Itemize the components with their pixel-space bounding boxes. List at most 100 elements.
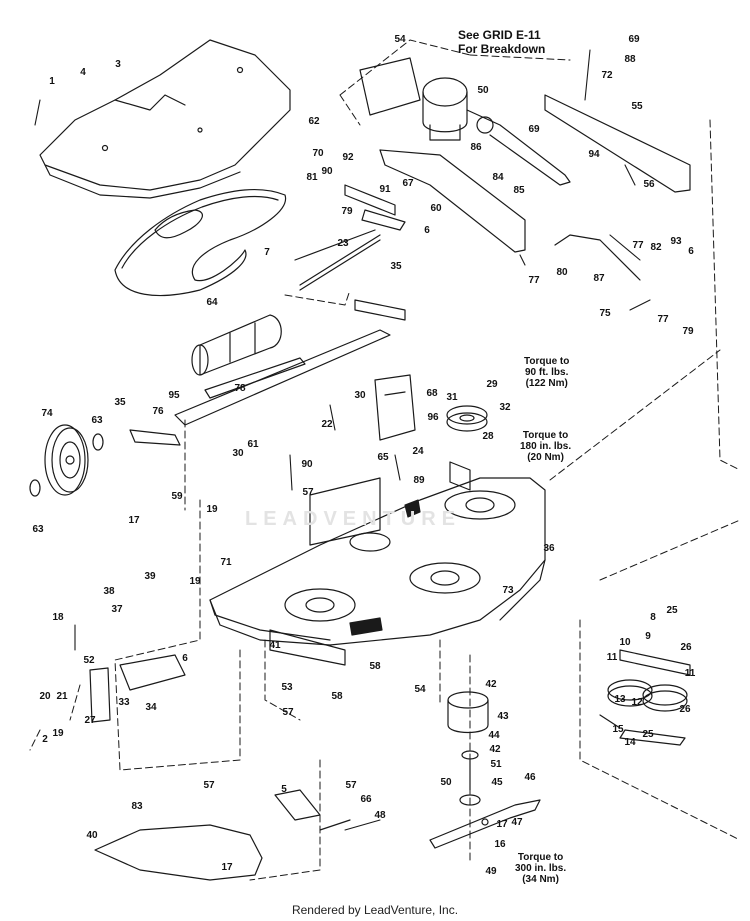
- callout-10: 10: [619, 637, 631, 648]
- callout-55: 55: [631, 101, 643, 112]
- callout-28: 28: [482, 431, 494, 442]
- callout-21: 21: [56, 691, 68, 702]
- callout-69a: 69: [628, 34, 640, 45]
- callout-34: 34: [145, 702, 157, 713]
- callout-84: 85: [513, 185, 525, 196]
- callout-95: 96: [427, 412, 439, 423]
- callout-19b: 19: [189, 576, 201, 587]
- callout-51: 51: [490, 759, 502, 770]
- callout-57d: 57: [345, 780, 357, 791]
- callout-30a: 30: [354, 390, 366, 401]
- callout-23: 23: [337, 238, 349, 249]
- callout-16: 16: [494, 839, 506, 850]
- callout-7: 7: [264, 247, 270, 258]
- callout-76: 76: [152, 406, 164, 417]
- gauge-wheel: [29, 424, 104, 497]
- callout-6c: 6: [182, 653, 188, 664]
- callout-88: 89: [413, 475, 425, 486]
- torque-90-line1: Torque to: [524, 356, 570, 367]
- callout-38: 38: [103, 586, 115, 597]
- callout-54a: 54: [394, 34, 406, 45]
- callout-54b: 54: [414, 684, 426, 695]
- callout-6a: 6: [424, 225, 430, 236]
- torque-300-line1: Torque to: [517, 852, 564, 863]
- torque-300-note: Torque to 300 in. lbs. (34 Nm): [515, 852, 566, 885]
- assembly-boundary-lines: [29, 39, 741, 881]
- callout-19c: 19: [52, 728, 64, 739]
- callout-50b: 50: [440, 777, 452, 788]
- callout-29: 29: [486, 379, 498, 390]
- callout-45: 45: [491, 777, 503, 788]
- callout-33: 33: [118, 697, 130, 708]
- callout-69b: 69: [528, 124, 540, 135]
- lift-linkage: [294, 94, 691, 291]
- callout-79a: 79: [341, 206, 353, 217]
- callout-57b: 57: [282, 707, 294, 718]
- torque-180-line1: Torque to: [522, 430, 569, 441]
- callout-92: 93: [670, 236, 682, 247]
- callout-52: 52: [83, 655, 95, 666]
- callout-43: 43: [497, 711, 509, 722]
- callout-25b: 25: [642, 729, 654, 740]
- misc-hardware: [34, 49, 651, 831]
- callout-74: 74: [41, 408, 53, 419]
- callout-41: 41: [269, 640, 281, 651]
- callout-58b: 58: [331, 691, 343, 702]
- see-grid-note: See GRID E-11 For Breakdown: [458, 28, 545, 56]
- anti-scalp-roller: [191, 314, 282, 376]
- callout-59: 59: [171, 491, 183, 502]
- callout-4: 4: [80, 67, 86, 78]
- belt-guard-cover: [39, 39, 291, 199]
- callout-46: 46: [524, 772, 536, 783]
- callout-35b: 35: [114, 397, 126, 408]
- torque-90-line2: 90 ft. lbs.: [525, 367, 569, 378]
- see-grid-line1: See GRID E-11: [458, 28, 541, 42]
- callout-70: 70: [312, 148, 324, 159]
- callout-85: 86: [470, 142, 482, 153]
- callout-32: 32: [499, 402, 511, 413]
- callout-77a: 77: [528, 275, 540, 286]
- torque-300-line2: 300 in. lbs.: [515, 863, 567, 874]
- callout-37: 37: [111, 604, 123, 615]
- callout-12: 12: [631, 697, 643, 708]
- callout-90a: 90: [321, 166, 333, 177]
- callout-61: 61: [247, 439, 259, 450]
- callout-62: 62: [308, 116, 320, 127]
- callout-44: 44: [488, 730, 500, 741]
- callout-2: 2: [42, 734, 48, 745]
- callout-72: 72: [601, 70, 613, 81]
- front-axle: [129, 299, 406, 446]
- callout-90b: 91: [379, 184, 391, 195]
- callout-80: 81: [306, 172, 318, 183]
- callout-9: 9: [645, 631, 651, 642]
- callout-8: 8: [650, 612, 656, 623]
- callout-86: 87: [593, 273, 605, 284]
- callout-89: 90: [301, 459, 313, 470]
- callout-66: 66: [360, 794, 372, 805]
- callout-26a: 26: [680, 642, 692, 653]
- callout-35a: 35: [390, 261, 402, 272]
- callout-67: 67: [402, 178, 414, 189]
- callout-15: 15: [612, 724, 624, 735]
- torque-180-line2: 180 in. lbs.: [520, 441, 572, 452]
- callout-11a: 11: [606, 652, 618, 663]
- callout-57a: 57: [302, 487, 314, 498]
- callout-47: 47: [511, 817, 523, 828]
- callout-42a: 42: [485, 679, 497, 690]
- callout-19a: 19: [206, 504, 218, 515]
- torque-90-line3: (122 Nm): [525, 378, 568, 389]
- callout-13: 13: [614, 694, 626, 705]
- callout-36: 36: [543, 543, 555, 554]
- callout-78: 79: [682, 326, 694, 337]
- callout-73: 73: [502, 585, 514, 596]
- callout-5: 5: [281, 784, 287, 795]
- callout-50a: 50: [477, 85, 489, 96]
- watermark-text: LEADVENTURE: [245, 508, 462, 530]
- callout-1: 1: [49, 76, 55, 87]
- callout-3: 3: [115, 59, 121, 70]
- callout-20: 20: [39, 691, 51, 702]
- gearbox-assembly: [359, 57, 571, 186]
- callout-64: 64: [206, 297, 218, 308]
- torque-180-line3: (20 Nm): [527, 452, 564, 463]
- callout-18: 18: [52, 612, 64, 623]
